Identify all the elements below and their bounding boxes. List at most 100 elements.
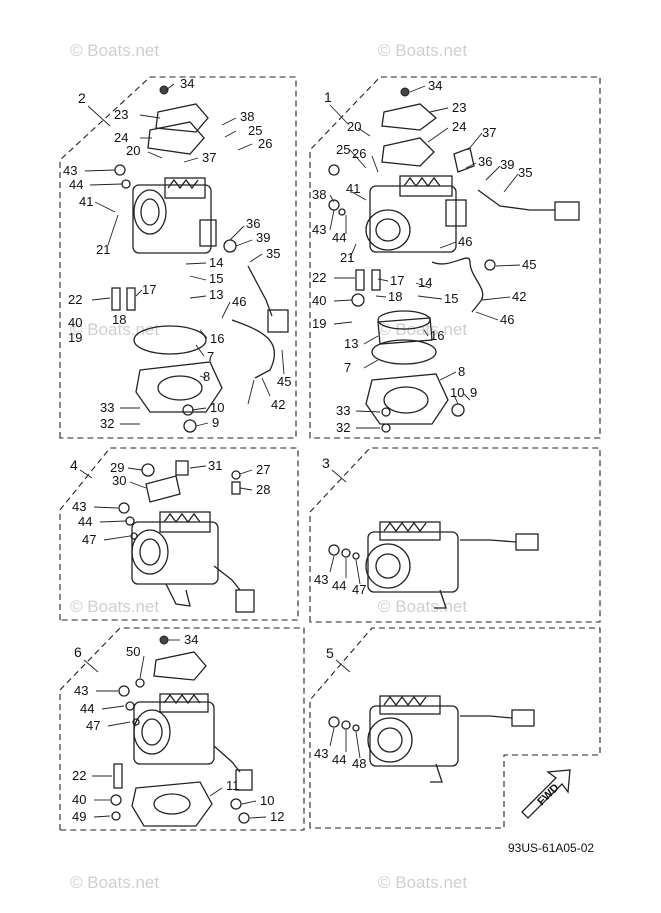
carburetor-body (365, 521, 459, 609)
callout: 26 (352, 146, 366, 161)
callout: 25 (248, 123, 262, 138)
callout: 47 (82, 532, 96, 547)
callout: 10 (260, 793, 274, 808)
callout: 13 (209, 287, 223, 302)
callout: 34 (184, 632, 198, 647)
watermark-group: © Boats.net © Boats.net © Boats.net © Bo… (70, 41, 467, 892)
callout: 43 (72, 499, 86, 514)
callout: 8 (203, 369, 210, 384)
callout: 33 (336, 403, 350, 418)
callout: 30 (112, 473, 126, 488)
callout: 41 (79, 194, 93, 209)
callout-group: 43 44 48 (314, 746, 366, 771)
callout: 28 (256, 482, 270, 497)
callout: 46 (232, 294, 246, 309)
callout: 43 (63, 163, 77, 178)
callout: 32 (100, 416, 114, 431)
callout: 37 (202, 150, 216, 165)
callout: 7 (207, 349, 214, 364)
callout: 44 (332, 752, 346, 767)
callout: 40 (312, 293, 326, 308)
watermark: © Boats.net (378, 320, 467, 339)
callout: 42 (512, 289, 526, 304)
callout: 35 (518, 165, 532, 180)
callout: 44 (78, 514, 92, 529)
callout: 42 (271, 397, 285, 412)
callout-group: 34 50 43 44 47 22 40 49 11 10 12 (72, 632, 284, 824)
callout: 45 (522, 257, 536, 272)
callout: 26 (258, 136, 272, 151)
drawing-code: 93US-61A05-02 (508, 841, 594, 855)
callout: 50 (126, 644, 140, 659)
callout: 9 (212, 415, 219, 430)
callout: 35 (266, 246, 280, 261)
callout: 41 (346, 181, 360, 196)
callout: 22 (72, 768, 86, 783)
panel-4: 4 29 31 27 30 28 (59, 447, 299, 621)
watermark: © Boats.net (70, 873, 159, 892)
watermark: © Boats.net (70, 597, 159, 616)
callout: 47 (352, 582, 366, 597)
panel-6: 6 34 (59, 627, 305, 831)
callout: 19 (68, 330, 82, 345)
callout: 45 (277, 374, 291, 389)
callout: 34 (428, 78, 442, 93)
panel-label: 6 (74, 644, 82, 660)
callout: 17 (142, 282, 156, 297)
callout: 23 (452, 100, 466, 115)
callout: 38 (312, 187, 326, 202)
callout: 31 (208, 458, 222, 473)
callout: 20 (347, 119, 361, 134)
panel-2: 2 (59, 76, 297, 439)
carburetor-body (365, 175, 467, 253)
callout: 40 (72, 792, 86, 807)
panel-1: 1 (309, 76, 601, 439)
callout: 40 (68, 315, 82, 330)
callout: 13 (344, 336, 358, 351)
callout: 47 (86, 718, 100, 733)
fwd-label: FWD (535, 782, 561, 808)
callout: 44 (80, 701, 94, 716)
callout-group: 34 23 24 37 20 25 26 36 39 35 41 38 43 4… (312, 78, 536, 435)
watermark: © Boats.net (378, 597, 467, 616)
callout: 37 (482, 125, 496, 140)
callout: 24 (114, 130, 128, 145)
callout: 15 (209, 271, 223, 286)
callout: 38 (240, 109, 254, 124)
callout: 43 (314, 746, 328, 761)
callout: 27 (256, 462, 270, 477)
callout: 32 (336, 420, 350, 435)
callout: 48 (352, 756, 366, 771)
watermark: © Boats.net (378, 41, 467, 60)
callout: 21 (96, 242, 110, 257)
callout: 36 (246, 216, 260, 231)
carburetor-body (133, 693, 215, 765)
panel-label: 4 (70, 457, 78, 473)
carburetor-body (131, 511, 219, 607)
callout-group: 34 23 24 38 25 26 20 37 43 44 41 21 36 3… (63, 76, 291, 431)
panel-label: 3 (322, 455, 330, 471)
callout: 44 (332, 578, 346, 593)
watermark: © Boats.net (70, 41, 159, 60)
callout: 43 (312, 222, 326, 237)
callout: 24 (452, 119, 466, 134)
callout: 21 (340, 250, 354, 265)
callout: 18 (388, 289, 402, 304)
callout: 49 (72, 809, 86, 824)
callout: 14 (209, 255, 223, 270)
callout: 29 (110, 460, 124, 475)
callout: 14 (418, 275, 432, 290)
panel-label: 2 (78, 90, 86, 106)
callout: 39 (256, 230, 270, 245)
panel-3: 3 43 44 47 (309, 447, 601, 623)
panel-label: 5 (326, 645, 334, 661)
callout: 39 (500, 157, 514, 172)
callout: 46 (500, 312, 514, 327)
callout: 10 (450, 385, 464, 400)
callout: 9 (470, 385, 477, 400)
callout: 46 (458, 234, 472, 249)
callout: 12 (270, 809, 284, 824)
callout: 44 (332, 230, 346, 245)
carburetor-body (367, 695, 459, 783)
